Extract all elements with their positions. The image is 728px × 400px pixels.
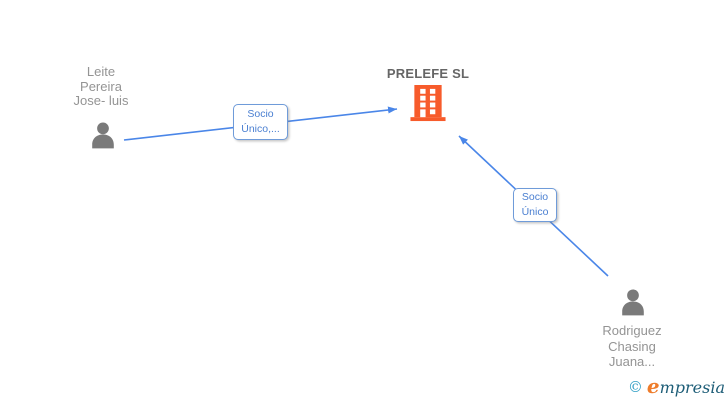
edge-label-line: Socio [521,191,549,203]
node-label-leite-pereira: Leite Pereira Jose- luis [36,64,166,109]
logo-brand-text: mpresia [659,378,725,397]
node-label-line: Juana... [608,354,656,369]
node-label-line: Leite [86,64,116,79]
company-building-icon-prelefe[interactable] [410,85,446,123]
person-icon-rodriguez-chasing[interactable] [617,286,649,318]
node-label-rodriguez-chasing: Rodriguez Chasing Juana... [567,323,697,370]
logo-letter-e: e [646,374,660,398]
node-label-line: Rodriguez [602,323,662,338]
edge-label-line: Único [521,206,549,218]
edge-label-line: Único,... [241,123,280,135]
node-label-line: Chasing [608,338,656,354]
edge-label-socio-unico-leite[interactable]: Socio Único,... [233,104,288,140]
edge-label-line: Socio [247,108,274,120]
node-label-line: Jose- luis [73,93,129,108]
empresia-logo[interactable]: ©empresia [628,374,725,398]
copyright-icon: © [627,378,643,396]
node-label-line: Pereira [80,78,122,94]
node-label-prelefe-sl: PRELEFE SL [386,66,470,81]
person-icon-leite-pereira[interactable] [87,119,119,151]
edge-label-socio-unico-rodriguez[interactable]: Socio Único [513,188,557,222]
